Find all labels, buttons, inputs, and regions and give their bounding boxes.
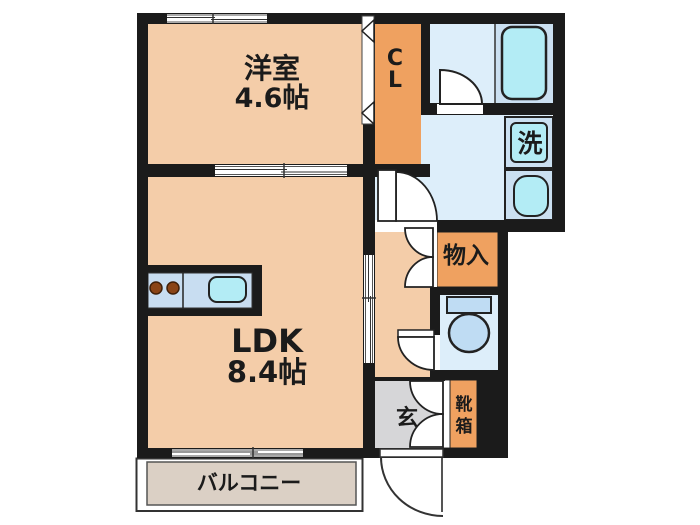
closet-floor (375, 24, 421, 164)
wall-segment (430, 370, 508, 380)
label-ldk: LDK (231, 322, 304, 360)
label-shoe-box-1: 靴 (456, 394, 473, 415)
door-direction-triangle (360, 100, 375, 126)
stove-burner-icon (166, 281, 180, 295)
stove-burner-icon (149, 281, 163, 295)
bathroom-door (437, 68, 484, 114)
wall-segment (430, 287, 508, 295)
closet-door (360, 15, 375, 126)
label-western-room: 洋室 (244, 52, 300, 85)
balcony-deck (146, 461, 357, 506)
counter-front-edge (141, 308, 262, 316)
label-closet-l: L (388, 68, 402, 93)
wall-segment (137, 448, 508, 458)
storage-doors (404, 227, 437, 288)
door-direction-triangle (360, 18, 375, 44)
wall-segment (421, 13, 430, 115)
shoe-box-door-face (442, 379, 451, 449)
window-ldk-balcony (172, 447, 303, 459)
label-ldk-size: 8.4帖 (227, 355, 307, 389)
wall-segment (498, 220, 508, 380)
label-washer: 洗 (517, 129, 542, 158)
vanity-sink-icon (513, 175, 549, 217)
kitchen-counter (141, 265, 262, 316)
toilet-icon (446, 296, 492, 354)
sliding-door-ldk (362, 255, 376, 363)
wall-segment (137, 13, 148, 458)
label-entrance: 玄 (396, 405, 418, 431)
washing-machine-icon (510, 122, 548, 163)
label-balcony: バルコニー (197, 471, 302, 495)
kitchen-sink-icon (208, 276, 247, 303)
counter-back-edge (148, 265, 261, 273)
counter-end-edge (252, 265, 262, 316)
bathtub-icon (500, 25, 548, 101)
shoe-box-doors (409, 380, 444, 448)
label-western-room-size: 4.6帖 (235, 83, 310, 114)
washroom-door (377, 169, 438, 231)
window-western-room (167, 13, 267, 24)
wall-segment (137, 13, 565, 24)
western-room-floor (148, 24, 363, 164)
sliding-door-partition (215, 163, 347, 178)
wall-segment (553, 13, 565, 232)
label-storage: 物入 (443, 242, 489, 269)
labels: 洋室 4.6帖 C L 洗 物入 LDK 8.4帖 玄 靴 箱 バルコニー (197, 46, 543, 495)
toilet-door (397, 329, 440, 371)
wall-segment (375, 377, 445, 381)
balcony (135, 457, 364, 512)
wall-segment (477, 370, 508, 458)
label-closet-c: C (387, 46, 403, 71)
label-shoe-box-2: 箱 (456, 416, 473, 437)
entrance-door (379, 448, 444, 517)
